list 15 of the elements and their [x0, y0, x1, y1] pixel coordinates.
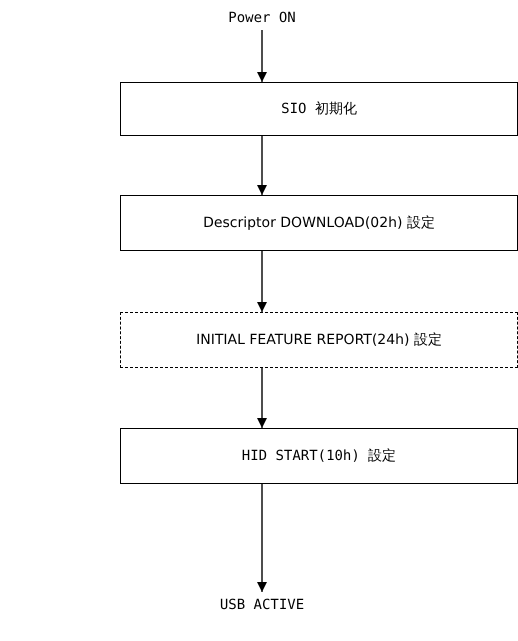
process-box	[120, 312, 518, 368]
arrow	[257, 251, 267, 312]
process-box	[120, 82, 518, 136]
step-label: INITIAL FEATURE REPORT(24h) 設定	[196, 331, 442, 349]
step-label: HID START(10h) 設定	[242, 447, 396, 465]
process-box	[120, 428, 518, 484]
arrow	[257, 136, 267, 195]
arrow	[257, 30, 267, 82]
step-label: SIO 初期化	[281, 100, 357, 118]
terminal-label: Power ON	[228, 10, 296, 26]
arrow	[257, 368, 267, 428]
terminal-label: USB ACTIVE	[220, 597, 304, 613]
step-label: Descriptor DOWNLOAD(02h) 設定	[203, 214, 435, 232]
process-box	[120, 195, 518, 251]
arrow	[257, 484, 267, 592]
